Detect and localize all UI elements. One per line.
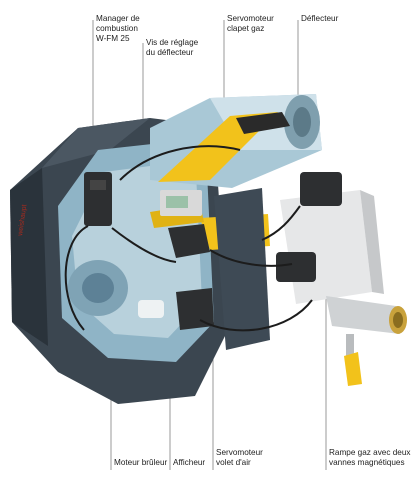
brand-mark: weishaupt [17, 204, 28, 237]
gas-train [276, 172, 407, 386]
label-gas-damper-actuator: Servomoteur clapet gaz [227, 14, 274, 33]
label-air-damper-actuator: Servomoteur volet d'air [216, 448, 263, 467]
air-damper-actuator [168, 224, 214, 330]
combustion-manager [84, 172, 202, 226]
label-combustion-manager: Manager de combustion W-FM 25 [96, 14, 140, 43]
label-deflector-adjust-screw: Vis de réglage du déflecteur [146, 38, 199, 57]
label-display: Afficheur [173, 458, 206, 467]
gas-valve-handle [344, 352, 362, 386]
label-deflector: Déflecteur [301, 14, 339, 23]
solenoid-valve-2 [276, 252, 316, 282]
label-gas-train: Rampe gaz avec deux vannes magnétiques [329, 448, 411, 467]
cables [64, 145, 313, 332]
display-screen [166, 196, 188, 208]
mounting-flange [214, 188, 270, 350]
solenoid-valve-1 [300, 172, 342, 206]
label-burner-motor: Moteur brûleur [114, 458, 168, 467]
blast-tube [150, 94, 322, 188]
